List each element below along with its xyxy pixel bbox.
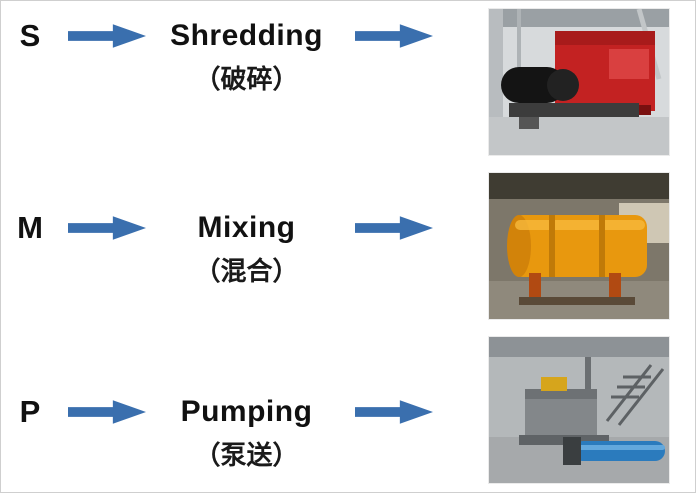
translation-label: （破碎） — [194, 65, 299, 95]
arrow-right-icon — [59, 15, 154, 57]
translation-label: （泵送） — [194, 441, 299, 471]
letter-label: P — [19, 394, 41, 429]
pump-photo — [489, 337, 669, 483]
shredder-photo — [489, 9, 669, 155]
process-row-pumping: P Pumping （泵送） — [1, 329, 695, 492]
term-label: Pumping — [180, 395, 313, 428]
term-block: Mixing （混合） — [154, 207, 339, 295]
translation-label: （混合） — [194, 257, 299, 287]
arrow-right-icon — [339, 207, 449, 249]
arrow-right-icon — [59, 207, 154, 249]
term-label: Shredding — [170, 19, 323, 52]
letter-label: M — [17, 210, 43, 245]
process-row-mixing: M Mixing （混合） — [1, 165, 695, 329]
mixer-photo — [489, 173, 669, 319]
arrow-right-icon — [59, 391, 154, 433]
process-row-shredding: S Shredding （破碎） — [1, 1, 695, 165]
letter-label: S — [19, 18, 41, 53]
arrow-right-icon — [339, 391, 449, 433]
term-block: Pumping （泵送） — [154, 391, 339, 479]
term-block: Shredding （破碎） — [154, 15, 339, 103]
arrow-right-icon — [339, 15, 449, 57]
term-label: Mixing — [197, 211, 296, 244]
